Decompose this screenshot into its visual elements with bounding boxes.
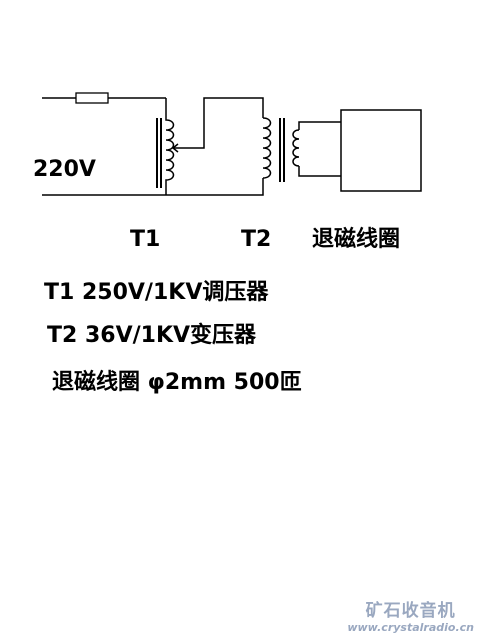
watermark-title: 矿石收音机 <box>365 601 456 621</box>
t2-sec-bottom <box>298 166 341 177</box>
t2-secondary-winding <box>292 129 300 167</box>
t2-primary-winding <box>262 117 272 179</box>
circuit-schematic <box>42 92 422 196</box>
t1-label: T1 <box>130 227 161 252</box>
t1-out-top <box>185 97 264 149</box>
watermark-url: www.crystalradio.cn <box>347 621 474 634</box>
note-t1: T1 250V/1KV调压器 <box>44 280 269 305</box>
t1-wiper-arrow <box>171 143 179 153</box>
coil-label: 退磁线圈 <box>312 227 401 252</box>
note-t2: T2 36V/1KV变压器 <box>47 323 257 348</box>
t2-sec-top <box>298 121 341 130</box>
input-voltage-label: 220V <box>33 157 96 182</box>
t1-winding <box>165 98 175 195</box>
note-coil: 退磁线圈 φ2mm 500匝 <box>52 370 302 395</box>
fuse <box>75 92 109 104</box>
watermark: 矿石收音机 www.crystalradio.cn <box>347 596 474 634</box>
t2-label: T2 <box>241 227 272 252</box>
t1-out-bottom <box>166 178 264 196</box>
demagnetizing-coil <box>340 109 422 192</box>
